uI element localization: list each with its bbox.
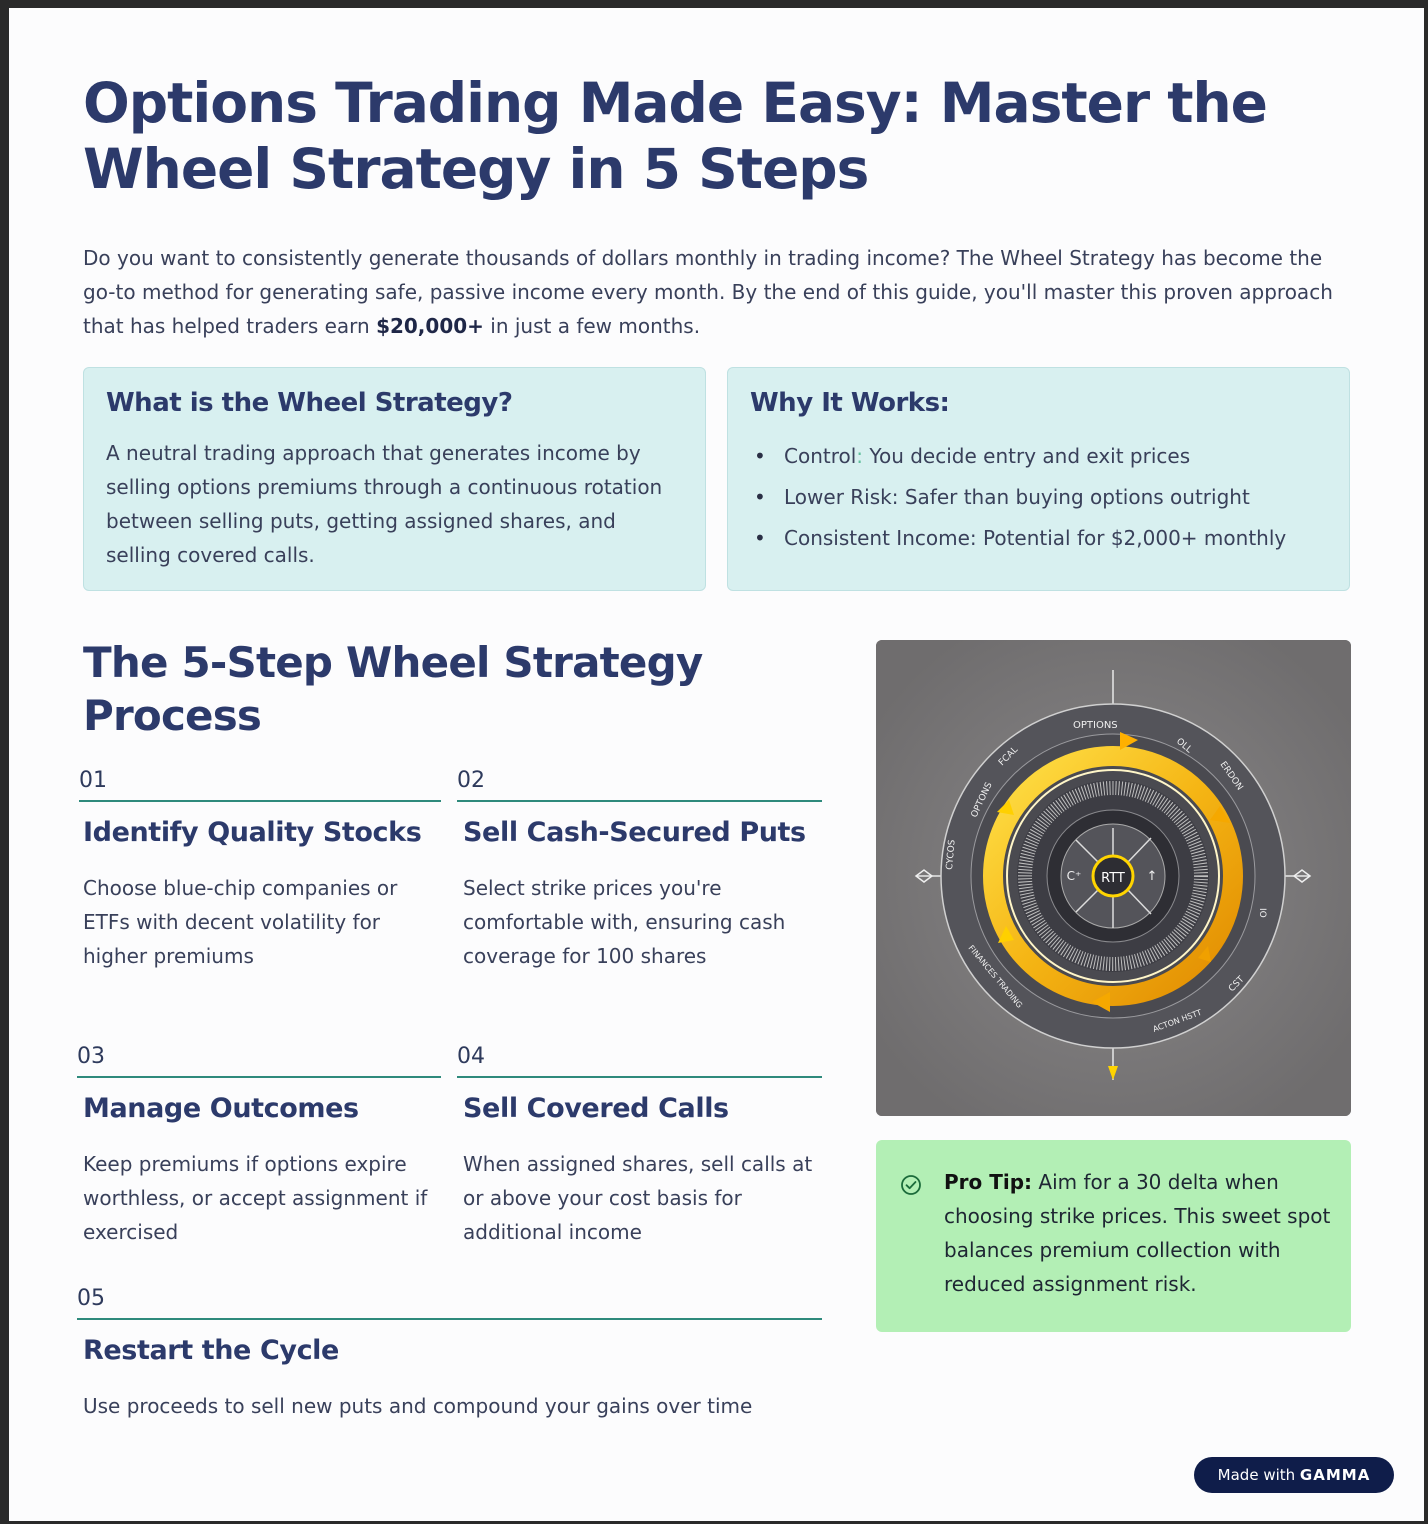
step-title: Manage Outcomes [83, 1093, 359, 1124]
step-number: 05 [77, 1284, 822, 1320]
svg-text:IO: IO [1257, 908, 1267, 918]
step-body: Keep premiums if options expire worthles… [83, 1152, 428, 1244]
step-title: Restart the Cycle [83, 1335, 339, 1366]
step-1: 01 Identify Quality Stocks Choose blue-c… [79, 766, 441, 973]
pro-tip-label: Pro Tip: [944, 1170, 1033, 1194]
step-title: Identify Quality Stocks [83, 817, 422, 848]
step-number: 01 [79, 766, 441, 802]
step-5: 05 Restart the Cycle Use proceeds to sel… [77, 1284, 822, 1423]
step-body: Select strike prices you're comfortable … [463, 876, 786, 968]
what-is-body: A neutral trading approach that generate… [106, 441, 663, 567]
intro-text-end: in just a few months. [483, 314, 701, 338]
what-is-heading: What is the Wheel Strategy? [106, 388, 513, 418]
page: Options Trading Made Easy: Master the Wh… [9, 8, 1424, 1521]
why-item: Control: You decide entry and exit price… [750, 436, 1286, 477]
step-body: When assigned shares, sell calls at or a… [463, 1152, 813, 1244]
intro-highlight: $20,000+ [376, 314, 484, 338]
process-heading: The 5-Step Wheel Strategy Process [83, 638, 703, 740]
intro-text: Do you want to consistently generate tho… [83, 246, 1333, 338]
step-number: 02 [457, 766, 822, 802]
why-heading: Why It Works: [750, 388, 950, 418]
step-body: Choose blue-chip companies or ETFs with … [83, 876, 398, 968]
step-title: Sell Cash-Secured Puts [463, 817, 806, 848]
what-is-card: What is the Wheel Strategy? A neutral tr… [83, 367, 706, 591]
svg-text:C⁺: C⁺ [1067, 869, 1082, 883]
step-4: 04 Sell Covered Calls When assigned shar… [457, 1042, 822, 1249]
why-list: Control: You decide entry and exit price… [750, 436, 1286, 559]
intro-paragraph: Do you want to consistently generate tho… [83, 241, 1343, 343]
wheel-graphic: RTT C⁺ ↑ OPTIONS OLL ERDON FCAL OPTONS C… [876, 640, 1351, 1116]
wheel-illustration: RTT C⁺ ↑ OPTIONS OLL ERDON FCAL OPTONS C… [876, 640, 1351, 1116]
step-3: 03 Manage Outcomes Keep premiums if opti… [77, 1042, 441, 1249]
step-number: 04 [457, 1042, 822, 1078]
pro-tip-text: Pro Tip: Aim for a 30 delta when choosin… [944, 1170, 1331, 1296]
step-number: 03 [77, 1042, 441, 1078]
step-title: Sell Covered Calls [463, 1093, 729, 1124]
why-item: Consistent Income: Potential for $2,000+… [750, 518, 1286, 559]
svg-text:OPTIONS: OPTIONS [1073, 720, 1118, 731]
check-circle-icon [900, 1174, 922, 1200]
wheel-center-label: RTT [1101, 871, 1125, 886]
why-item: Lower Risk: Safer than buying options ou… [750, 477, 1286, 518]
svg-text:CYCOS: CYCOS [945, 839, 958, 870]
step-body: Use proceeds to sell new puts and compou… [83, 1394, 753, 1418]
page-title: Options Trading Made Easy: Master the Wh… [83, 71, 1268, 201]
step-2: 02 Sell Cash-Secured Puts Select strike … [457, 766, 822, 973]
svg-text:↑: ↑ [1147, 869, 1158, 884]
why-it-works-card: Why It Works: Control: You decide entry … [727, 367, 1350, 591]
made-with-gamma-badge[interactable]: Made with GAMMA [1194, 1457, 1394, 1493]
pro-tip-card: Pro Tip: Aim for a 30 delta when choosin… [876, 1140, 1351, 1332]
